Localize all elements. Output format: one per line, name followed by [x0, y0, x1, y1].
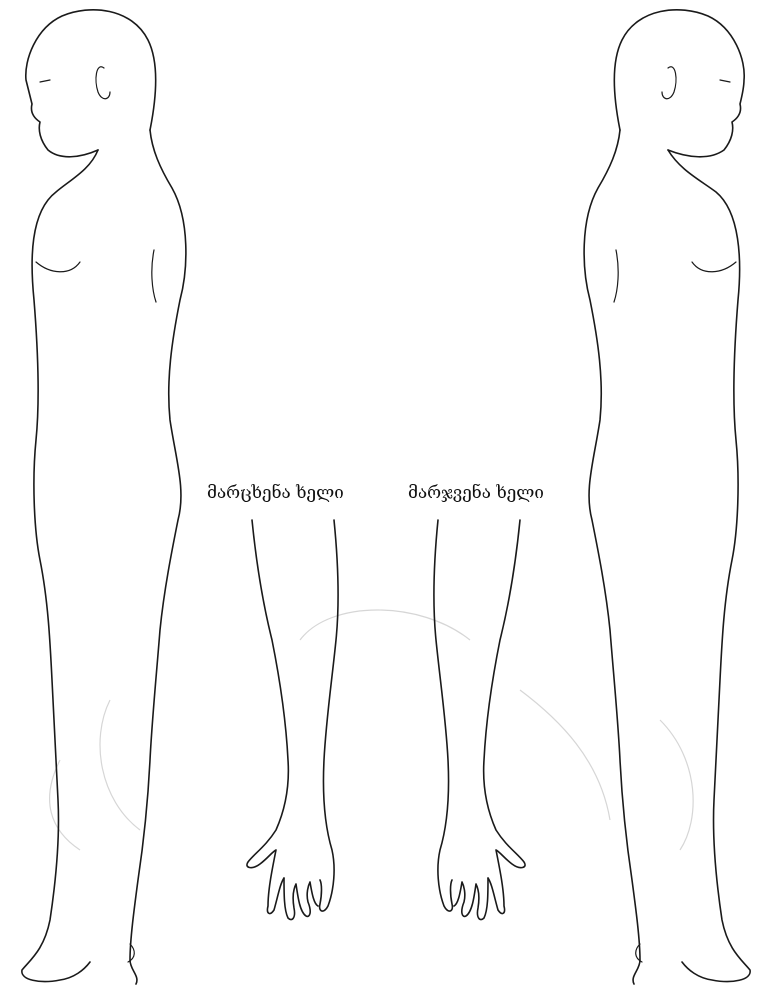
left-figure-arm-line	[152, 250, 156, 302]
right-arm-inner	[434, 520, 453, 911]
right-profile-figure	[584, 10, 750, 984]
left-figure-body-front	[22, 150, 98, 982]
right-figure-ear	[662, 67, 676, 99]
right-arm-drawing	[434, 520, 525, 920]
left-figure-head	[26, 10, 156, 157]
left-figure-body-back	[130, 130, 186, 984]
left-arm-drawing	[247, 520, 338, 920]
left-figure-ear	[96, 67, 110, 99]
right-figure-head	[614, 10, 744, 157]
right-hand-label: მარჯვენა ხელი	[408, 483, 544, 503]
right-figure-body-back	[584, 130, 640, 984]
right-arm-outer	[484, 520, 525, 913]
left-figure-chest-line	[36, 262, 80, 272]
right-figure-eye	[720, 80, 730, 82]
left-arm-outer	[247, 520, 288, 913]
right-figure-arm-line	[614, 250, 618, 302]
right-figure-chest-line	[692, 262, 736, 272]
left-arm-inner	[320, 520, 339, 911]
left-profile-figure	[22, 10, 186, 984]
left-hand-label: მარცხენა ხელი	[207, 483, 344, 503]
right-hand-fingers	[454, 878, 488, 920]
right-figure-body-front	[668, 150, 750, 982]
left-figure-eye	[40, 80, 50, 82]
left-hand-fingers	[284, 878, 318, 920]
